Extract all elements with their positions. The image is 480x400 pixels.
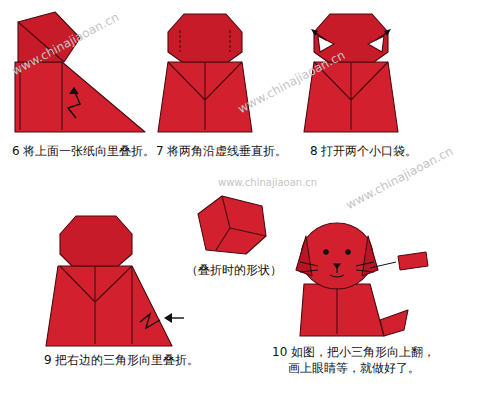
paper-head	[60, 216, 132, 266]
dog-head	[301, 223, 373, 289]
dog-tail	[380, 310, 408, 336]
pocket	[318, 36, 384, 52]
dog-body	[300, 284, 384, 336]
step-caption: 6 将上面一张纸向里叠折。	[12, 143, 155, 159]
arrow-head	[311, 29, 391, 36]
fold-line	[168, 62, 242, 130]
leader-line	[370, 262, 396, 268]
step-caption: 7 将两角沿虚线垂直折。	[156, 143, 287, 159]
paper-head	[168, 14, 242, 62]
fold-line	[61, 62, 62, 130]
step-caption: 8 打开两个小口袋。	[310, 143, 417, 159]
step-caption: 10 如图，把小三角形向上翻， 画上眼睛等，就做好了。	[272, 344, 444, 376]
step-caption: （叠折时的形状）	[186, 262, 282, 278]
dog-ear	[296, 236, 378, 276]
fold-line	[336, 288, 337, 334]
tag	[398, 252, 428, 270]
fold-arrow	[68, 32, 388, 328]
fold-line	[216, 196, 266, 250]
paper-body	[46, 266, 172, 346]
paper-body	[158, 62, 252, 132]
fold-line	[60, 266, 132, 344]
paper-body	[15, 62, 145, 132]
step-caption: 9 把右边的三角形向里叠折。	[44, 352, 199, 368]
dog-face	[300, 250, 374, 277]
arrow-head	[164, 313, 172, 323]
watermark: www.chinajiaoan.cn	[218, 176, 317, 190]
folding-shape	[198, 196, 266, 254]
dashed-fold	[180, 30, 230, 52]
